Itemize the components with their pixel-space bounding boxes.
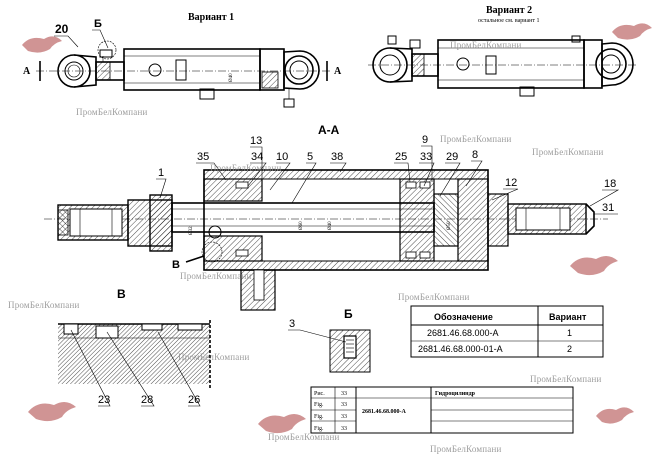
fig-label: Fig. <box>314 426 324 432</box>
view-bb-title: Б <box>344 307 353 321</box>
callout-13: 13 <box>250 135 262 147</box>
view-b-title: В <box>117 287 126 301</box>
fig-number: 33 <box>341 402 347 408</box>
watermark-logo-icon <box>570 255 618 276</box>
dim-32: Ø32 <box>189 226 194 235</box>
section-aa-title: А-А <box>318 123 340 137</box>
dim-50: Ø50 <box>447 221 452 230</box>
callout-10: 10 <box>276 151 288 163</box>
variant-2-title: Вариант 2 <box>486 5 532 16</box>
section-aa: А-А <box>44 123 620 311</box>
dim-40: Ø40 <box>328 221 333 230</box>
callout-8: 8 <box>472 149 478 161</box>
detail-view-b: В 23 28 26 <box>58 287 211 407</box>
callout-34: 34 <box>251 151 263 163</box>
watermark-text: ПромБелКомпани <box>430 444 502 454</box>
callout-38: 38 <box>331 151 343 163</box>
watermark-text: ПромБелКомпани <box>530 374 602 384</box>
table-header-variant: Вариант <box>549 312 587 322</box>
callout-26: 26 <box>188 394 200 406</box>
fig-number: 33 <box>341 414 347 420</box>
watermark-text: ПромБелКомпани <box>440 134 512 144</box>
callout-9: 9 <box>422 134 428 146</box>
callout-1: 1 <box>158 167 164 179</box>
callout-33: 33 <box>420 151 432 163</box>
watermark-text: ПромБелКомпани <box>532 147 604 157</box>
variant-2-note: остальное см. вариант 1 <box>478 18 540 24</box>
watermark-text: ПромБелКомпани <box>76 107 148 117</box>
watermark-text: ПромБелКомпани <box>180 271 252 281</box>
fig-label: Fig. <box>314 414 324 420</box>
table-cell: 2681.46.68.000-А <box>427 328 499 338</box>
variant-2-view: Вариант 2 остальное см. вариант 1 <box>368 5 636 97</box>
watermark-text: ПромБелКомпани <box>210 163 282 173</box>
table-cell: 1 <box>567 328 572 338</box>
watermark-logo-icon <box>258 413 306 434</box>
callout-18: 18 <box>604 178 616 190</box>
watermark-text: ПромБелКомпани <box>398 292 470 302</box>
callout-3: 3 <box>289 318 295 330</box>
watermark-text: ПромБелКомпани <box>8 300 80 310</box>
callout-23: 23 <box>98 394 110 406</box>
callout-28: 28 <box>141 394 153 406</box>
fig-label: Fig. <box>314 402 324 408</box>
part-name: Гидроцилиндр <box>435 391 476 397</box>
svg-text:Ø40: Ø40 <box>229 73 234 82</box>
callout-35: 35 <box>197 151 209 163</box>
callout-31: 31 <box>602 202 614 214</box>
fig-label: Рис. <box>314 391 325 397</box>
watermark-logo-icon <box>596 407 634 424</box>
callout-b-top: Б <box>94 18 102 30</box>
variant-1-view: Вариант 1 А А 20 Б <box>23 12 342 108</box>
callout-29: 29 <box>446 151 458 163</box>
watermark-text: ПромБелКомпани <box>268 432 340 442</box>
section-mark-left: А <box>23 66 31 77</box>
variant-1-title: Вариант 1 <box>188 12 234 23</box>
detail-view-bb: Б 3 <box>288 307 371 373</box>
table-cell: 2 <box>567 344 572 354</box>
variant-table: Обозначение Вариант 2681.46.68.000-А 1 2… <box>410 305 604 358</box>
title-block: Рис. Fig. Fig. Fig. 33 33 33 33 2681.46.… <box>310 386 574 434</box>
watermarks: ПромБелКомпани ПромБелКомпани ПромБелКом… <box>8 23 652 454</box>
table-cell: 2681.46.68.000-01-А <box>418 344 503 354</box>
dim-60: Ø60 <box>299 221 304 230</box>
fig-number: 33 <box>341 426 347 432</box>
callout-25: 25 <box>395 151 407 163</box>
view-mark-b: В <box>172 259 180 271</box>
callout-20: 20 <box>55 22 69 36</box>
section-mark-right: А <box>334 66 342 77</box>
table-header-designation: Обозначение <box>434 312 493 322</box>
watermark-logo-icon <box>22 36 62 53</box>
callout-5: 5 <box>307 151 313 163</box>
designation: 2681.46.68.000-А <box>362 409 406 415</box>
watermark-text: ПромБелКомпани <box>178 352 250 362</box>
callout-12: 12 <box>505 177 517 189</box>
watermark-text: ПромБелКомпани <box>450 40 522 50</box>
watermark-logo-icon <box>612 23 652 40</box>
fig-number: 33 <box>341 391 347 397</box>
watermark-logo-icon <box>28 401 76 422</box>
